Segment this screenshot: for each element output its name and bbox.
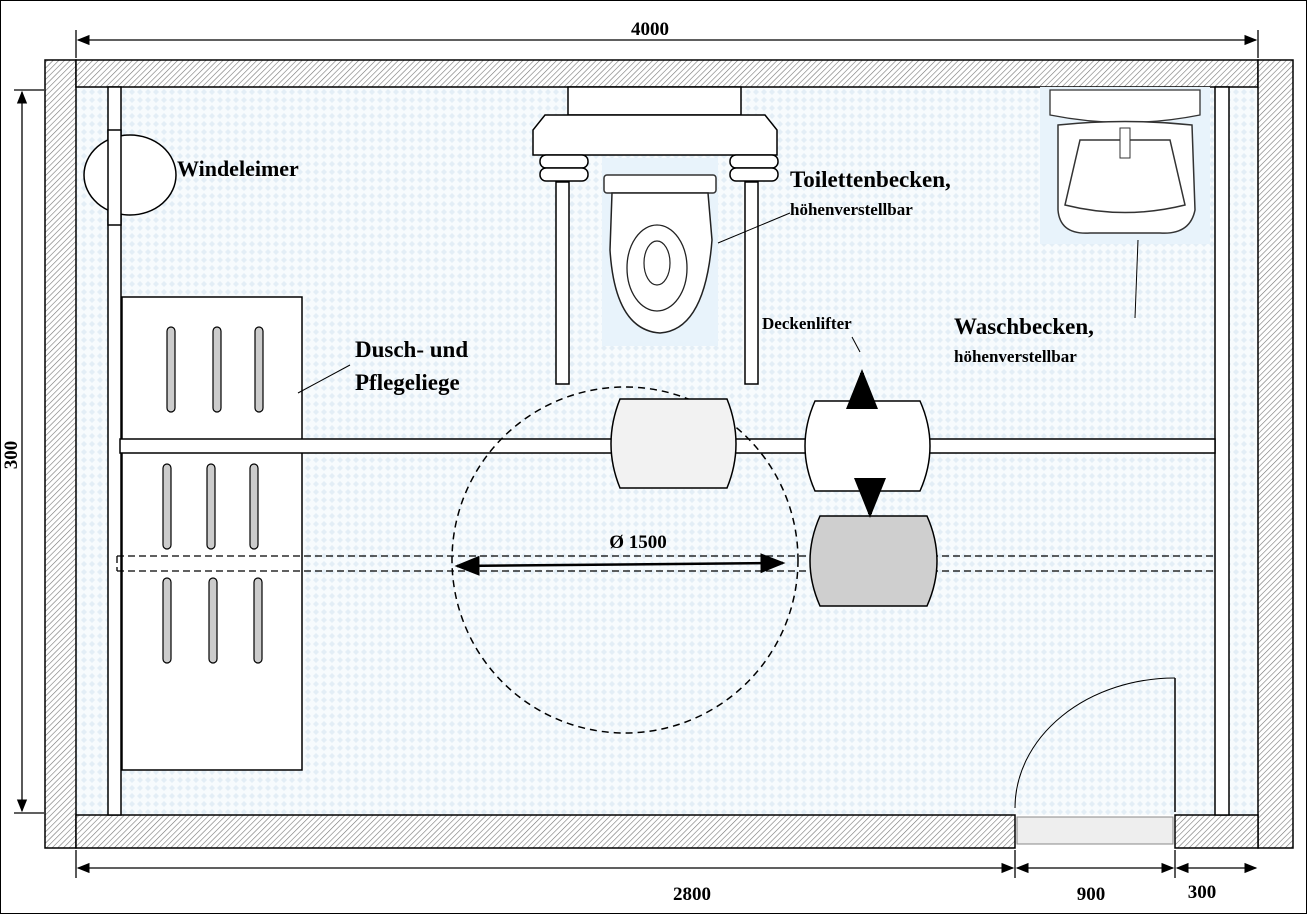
dim-bottom-right: 300 <box>1188 882 1217 903</box>
ceiling-rail-dashed <box>116 555 1215 572</box>
sink <box>1040 87 1210 244</box>
label-sink: Waschbecken, <box>954 314 1094 339</box>
turning-circle <box>451 386 799 734</box>
dim-door-width: 900 <box>1077 884 1106 905</box>
lifter-unit-2 <box>804 400 931 492</box>
label-diaper-bin: Windeleimer <box>177 156 299 181</box>
label-toilet-sub: höhenverstellbar <box>790 200 913 219</box>
ceiling-rail-right <box>1214 86 1230 816</box>
wall-bottom-left <box>75 814 1016 849</box>
grab-bar-right <box>744 181 759 385</box>
grab-bar-left <box>555 181 570 385</box>
leader-lines <box>297 212 1139 394</box>
door-threshold <box>1016 816 1174 845</box>
toilet <box>532 86 779 385</box>
ceiling-lifters <box>610 398 938 607</box>
diaper-bin <box>83 134 177 216</box>
wall-right <box>1257 59 1294 849</box>
lifter-unit-lowered <box>809 515 938 607</box>
dim-left-height: 300 <box>1 441 22 470</box>
wall-bottom-right <box>1174 814 1259 849</box>
dimension-lines <box>14 30 1259 878</box>
dim-bottom-left: 2800 <box>673 884 711 905</box>
turning-circle-diameter <box>454 553 786 576</box>
label-lifter: Deckenlifter <box>762 314 852 333</box>
door-swing-arc <box>1014 677 1176 809</box>
label-couch-sub: Pflegeliege <box>355 370 460 395</box>
label-sink-sub: höhenverstellbar <box>954 347 1077 366</box>
turning-circle-label: Ø 1500 <box>609 532 667 553</box>
wall-left <box>44 59 77 849</box>
wall-top <box>75 59 1259 88</box>
walls <box>44 59 1294 849</box>
label-toilet: Toilettenbecken, <box>790 167 951 192</box>
dim-top-width: 4000 <box>631 19 669 40</box>
label-couch: Dusch- und <box>355 337 468 362</box>
lifter-unit-1 <box>610 398 737 489</box>
shower-care-couch <box>121 296 303 771</box>
